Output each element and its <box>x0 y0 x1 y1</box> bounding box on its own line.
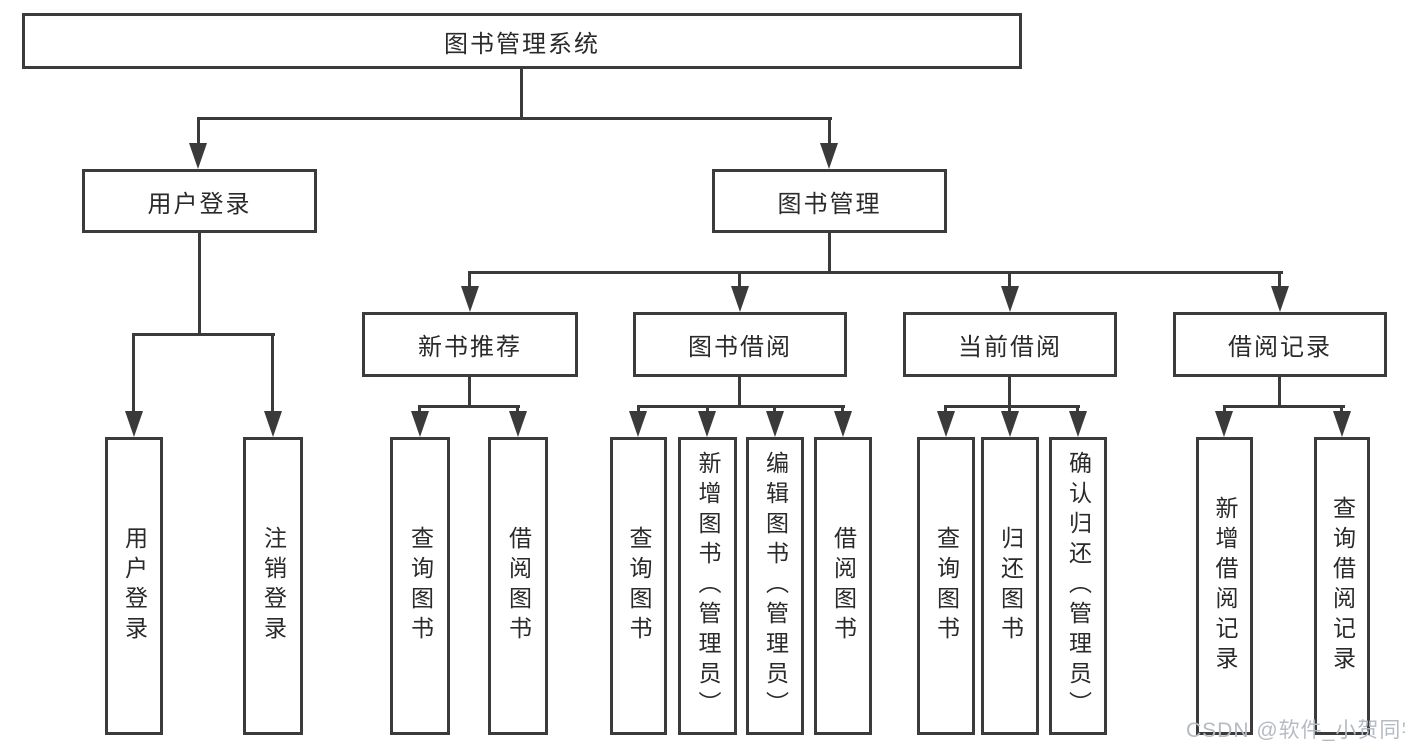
leaf-user-login: 用户登录 <box>105 437 163 735</box>
node-label: 当前借阅 <box>958 334 1062 361</box>
leaf-borrow-books-recommend: 借阅图书 <box>488 437 548 735</box>
node-book-borrowing: 图书借阅 <box>633 312 847 377</box>
connector-stem-bb-borrow <box>841 405 844 413</box>
arrowhead-icon-br-search <box>1333 411 1351 437</box>
arrowhead-icon-user-login-leaf <box>125 411 143 437</box>
arrowhead-icon-logout-leaf <box>264 411 282 437</box>
leaf-confirm-return-admin: 确认归还（管理员） <box>1049 437 1107 735</box>
leaf-add-book-admin: 新增图书（管理员） <box>678 437 737 735</box>
connector-stem-book-management <box>828 117 831 146</box>
arrowhead-icon-br-add <box>1215 411 1233 437</box>
connector-userlogin-horizontal <box>133 333 275 336</box>
connector-stem-nb-search <box>418 405 421 413</box>
node-label: 借阅图书 <box>830 526 857 646</box>
connector-stem-cb-search <box>944 405 947 413</box>
node-label: 确认归还（管理员） <box>1065 451 1092 721</box>
connector-stem-user-login-leaf <box>132 333 135 411</box>
leaf-search-books-recommend: 查询图书 <box>390 437 450 735</box>
connector-userlogin-vertical <box>198 233 201 336</box>
leaf-return-books: 归还图书 <box>981 437 1039 735</box>
connector-stem-br-add <box>1223 405 1226 413</box>
connector-stem-current-borrowing <box>1008 271 1011 288</box>
node-label: 图书管理系统 <box>444 30 600 58</box>
node-label: 归还图书 <box>997 526 1024 646</box>
arrowhead-icon-nb-search <box>411 411 429 437</box>
leaf-search-books-current: 查询图书 <box>917 437 975 735</box>
node-label: 查询图书 <box>407 526 434 646</box>
connector-borrowing-vertical <box>738 377 741 408</box>
connector-bookmgmt-horizontal <box>468 271 1283 274</box>
leaf-search-books-borrowing: 查询图书 <box>610 437 667 735</box>
connector-records-vertical <box>1278 377 1281 408</box>
connector-stem-cb-return <box>1008 405 1011 413</box>
connector-stem-new-book <box>468 271 471 288</box>
node-label: 借阅图书 <box>505 526 532 646</box>
connector-stem-borrowing-records <box>1278 271 1281 288</box>
node-new-book-recommendation: 新书推荐 <box>362 312 578 377</box>
connector-stem-bb-edit <box>773 405 776 413</box>
arrowhead-icon-user-login <box>189 143 207 169</box>
connector-stem-bb-add <box>706 405 709 413</box>
node-label: 编辑图书（管理员） <box>762 451 789 721</box>
node-current-borrowing: 当前借阅 <box>903 312 1117 377</box>
node-label: 用户登录 <box>147 190 252 218</box>
arrowhead-icon-nb-borrow <box>509 411 527 437</box>
arrowhead-icon-book-borrowing <box>731 286 749 312</box>
node-label: 新增图书（管理员） <box>695 451 721 721</box>
node-library-management-system: 图书管理系统 <box>22 13 1022 69</box>
connector-stem-nb-borrow <box>516 405 519 413</box>
connector-records-horizontal <box>1223 405 1345 408</box>
arrowhead-icon-cb-confirm <box>1069 411 1087 437</box>
node-label: 注销登录 <box>260 526 287 646</box>
arrowhead-icon-borrowing-records <box>1271 286 1289 312</box>
node-label: 新增借阅记录 <box>1212 496 1238 676</box>
node-label: 新书推荐 <box>418 334 522 361</box>
connector-current-vertical <box>1008 377 1011 408</box>
node-label: 图书管理 <box>777 190 882 218</box>
leaf-borrow-books-borrowing: 借阅图书 <box>814 437 872 735</box>
connector-stem-cb-confirm <box>1076 405 1079 413</box>
node-label: 借阅记录 <box>1228 334 1332 361</box>
arrowhead-icon-cb-search <box>937 411 955 437</box>
node-user-login: 用户登录 <box>82 169 317 233</box>
connector-borrowing-horizontal <box>637 405 845 408</box>
arrowhead-icon-bb-edit <box>766 411 784 437</box>
connector-newbook-horizontal <box>418 405 520 408</box>
node-book-management: 图书管理 <box>712 169 947 233</box>
arrowhead-icon-cb-return <box>1001 411 1019 437</box>
leaf-edit-book-admin: 编辑图书（管理员） <box>746 437 804 735</box>
connector-stem-user-login <box>197 117 200 146</box>
leaf-search-borrow-record: 查询借阅记录 <box>1314 437 1370 735</box>
connector-root-horizontal <box>197 117 832 120</box>
connector-root-vertical <box>520 69 523 120</box>
node-label: 查询图书 <box>626 526 652 646</box>
connector-current-horizontal <box>944 405 1080 408</box>
arrowhead-icon-bb-borrow <box>834 411 852 437</box>
csdn-watermark: CSDN @软件_小贺同学 <box>1186 719 1405 742</box>
arrowhead-icon-new-book <box>461 286 479 312</box>
node-label: 查询借阅记录 <box>1329 496 1356 676</box>
connector-stem-book-borrowing <box>738 271 741 288</box>
leaf-add-borrow-record: 新增借阅记录 <box>1196 437 1253 735</box>
connector-newbook-vertical <box>468 377 471 408</box>
arrowhead-icon-bb-search <box>629 411 647 437</box>
connector-stem-br-search <box>1340 405 1343 413</box>
node-borrowing-records: 借阅记录 <box>1173 312 1387 377</box>
arrowhead-icon-bb-add <box>698 411 716 437</box>
leaf-logout: 注销登录 <box>243 437 303 735</box>
connector-bookmgmt-vertical <box>828 233 831 274</box>
node-label: 查询图书 <box>933 526 960 646</box>
node-label: 图书借阅 <box>688 334 792 361</box>
connector-stem-logout-leaf <box>271 333 274 411</box>
arrowhead-icon-current-borrowing <box>1001 286 1019 312</box>
connector-stem-bb-search <box>637 405 640 413</box>
arrowhead-icon-book-management <box>820 143 838 169</box>
node-label: 用户登录 <box>121 526 148 646</box>
